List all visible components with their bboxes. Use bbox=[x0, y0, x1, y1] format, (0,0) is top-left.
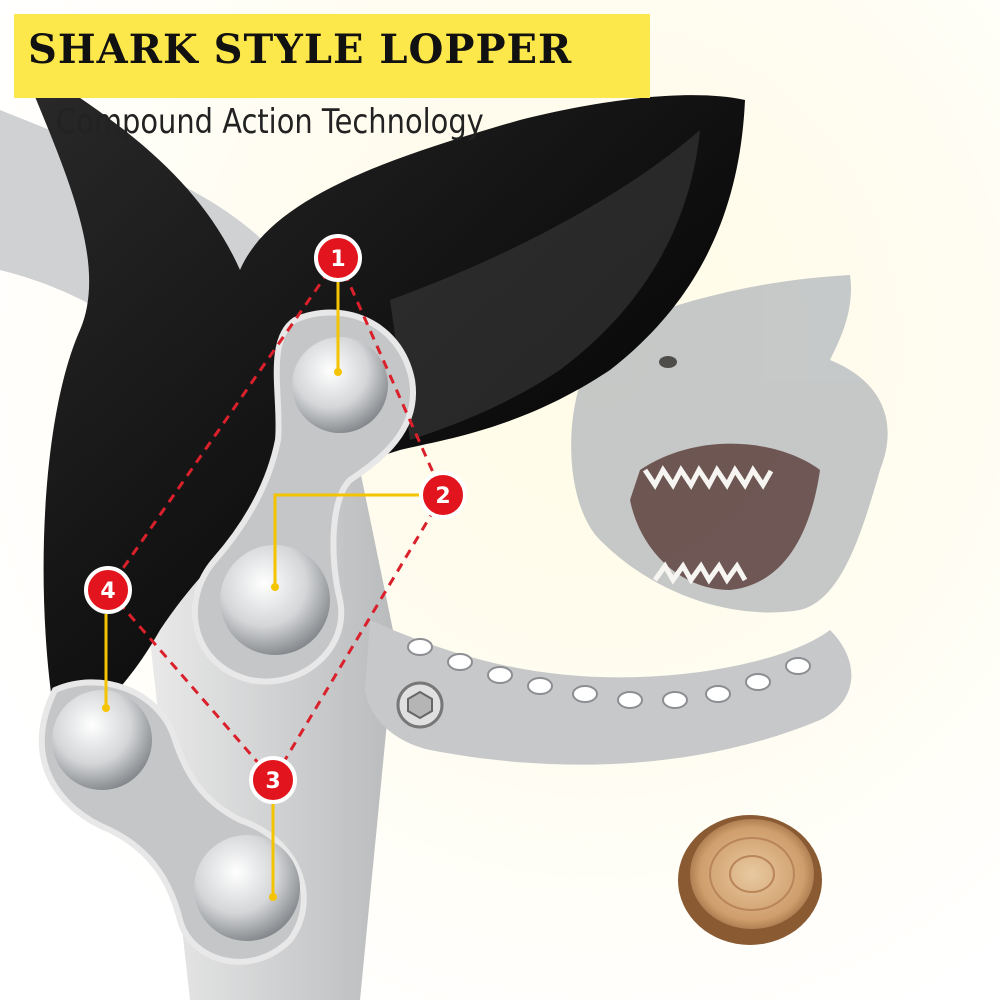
wood-slice bbox=[678, 815, 822, 945]
anvil-holes bbox=[407, 638, 811, 709]
svg-text:1: 1 bbox=[330, 247, 345, 272]
shark-upper-teeth bbox=[642, 465, 774, 490]
force-diagram-lines bbox=[106, 257, 445, 781]
title-banner bbox=[14, 14, 650, 98]
shark-eye bbox=[659, 356, 677, 368]
svg-text:3: 3 bbox=[265, 769, 280, 794]
shark-lower-teeth bbox=[652, 561, 748, 585]
shark-head bbox=[571, 275, 888, 613]
pivot-pin-2 bbox=[220, 545, 330, 655]
marker-2: 2 bbox=[419, 471, 467, 519]
page-subtitle: Compound Action Technology bbox=[56, 102, 484, 142]
anvil-jaw bbox=[365, 620, 852, 765]
pivot-pin-3 bbox=[194, 835, 300, 941]
marker-3: 3 bbox=[249, 756, 297, 804]
callout-lines bbox=[104, 282, 420, 895]
pivot-pin-1 bbox=[292, 337, 388, 433]
pivot-pin-4 bbox=[52, 690, 152, 790]
page-title: SHARK STYLE LOPPER bbox=[28, 26, 573, 73]
blade-edge-highlight bbox=[390, 130, 700, 440]
marker-4: 4 bbox=[84, 566, 132, 614]
marker-1: 1 bbox=[314, 234, 362, 282]
svg-text:2: 2 bbox=[435, 484, 450, 509]
svg-text:4: 4 bbox=[100, 579, 115, 604]
